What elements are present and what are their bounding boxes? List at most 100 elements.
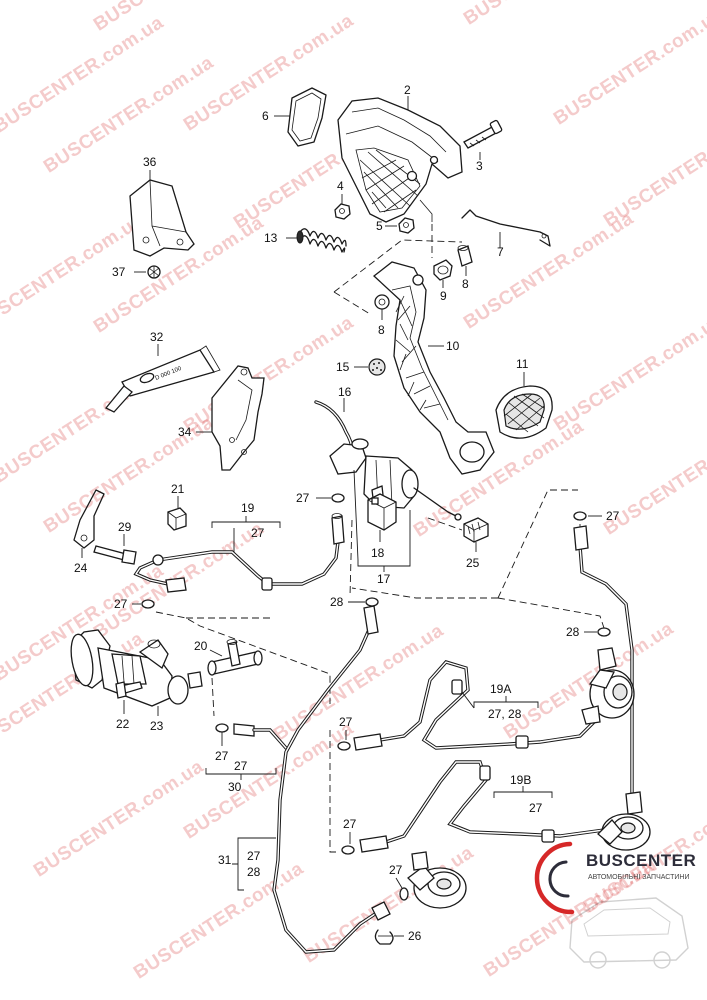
label-21: 21 [171, 482, 185, 496]
label-22: 22 [116, 717, 130, 731]
part-10-clutch-pedal [372, 261, 495, 475]
part-37-clip [147, 265, 161, 279]
part-15-pad [368, 358, 386, 376]
part-24-bracket [73, 489, 105, 549]
label-2: 2 [404, 83, 411, 97]
part-27-seal [331, 493, 345, 503]
part-19-hydraulic-line [133, 513, 345, 593]
van-icon [569, 897, 689, 969]
part-3-bolt [463, 119, 503, 149]
label-28-b: 28 [566, 625, 580, 639]
label-30-27: 27 [234, 759, 248, 773]
label-20: 20 [194, 639, 208, 653]
label-27-e: 27 [339, 715, 353, 729]
label-8-lower: 8 [378, 323, 385, 337]
label-5: 5 [376, 219, 383, 233]
part-concentric-slave-lower [597, 813, 651, 851]
part-13-spring [296, 228, 347, 253]
part-27-seal [341, 845, 355, 855]
part-29-bolt [93, 545, 137, 565]
part-concentric-slave-upper [581, 669, 635, 725]
label-13: 13 [264, 231, 278, 245]
label-10: 10 [446, 339, 460, 353]
part-20-t-fitting [187, 639, 263, 689]
label-30: 30 [228, 780, 242, 794]
label-31-28: 28 [247, 865, 261, 879]
label-19: 19 [241, 501, 255, 515]
label-25: 25 [466, 556, 480, 570]
label-29: 29 [118, 520, 132, 534]
label-27-c: 27 [606, 509, 620, 523]
part-8-bushing [374, 294, 390, 310]
part-23-slave-cylinder [70, 629, 189, 707]
part-28-seal [597, 627, 611, 637]
label-34: 34 [178, 425, 192, 439]
label-11: 11 [516, 357, 529, 371]
label-27-d: 27 [215, 749, 229, 763]
logo-name: BUSCENTER [586, 851, 696, 870]
part-19a-hydraulic-line [353, 660, 598, 751]
part-27-seal [337, 741, 351, 751]
part-27-seal [399, 887, 409, 901]
part-27-seal [573, 511, 587, 521]
label-7: 7 [497, 245, 504, 259]
logo-tagline: АВТОМОБІЛЬНІ ЗАПЧАСТИНИ [588, 874, 689, 881]
label-32: 32 [150, 330, 164, 344]
part-25-connector [463, 517, 489, 543]
label-31-27: 27 [247, 849, 261, 863]
label-31: 31 [218, 853, 232, 867]
label-19a-sub: 27, 28 [488, 707, 522, 721]
part-27-seal [141, 599, 155, 609]
part-26-clip [374, 929, 394, 945]
part-28-seal [365, 597, 379, 607]
part-4-nut [334, 203, 351, 220]
label-27-f: 27 [343, 817, 357, 831]
label-19-27: 27 [251, 526, 265, 540]
label-18: 18 [371, 546, 385, 560]
label-24: 24 [74, 561, 88, 575]
part-2-pedal-bracket [337, 97, 463, 223]
part-concentric-slave-bottom [407, 851, 467, 909]
buscenter-logo: BUSCENTER АВТОМОБІЛЬНІ ЗАПЧАСТИНИ [534, 841, 696, 915]
label-27-g: 27 [389, 863, 403, 877]
part-17-master-cylinder [329, 438, 462, 521]
part-36-bracket [129, 179, 195, 257]
part-8-pin [457, 245, 473, 267]
label-23: 23 [150, 719, 164, 733]
label-27-b: 27 [114, 597, 128, 611]
part-21-clip [167, 507, 187, 531]
part-22-bolt [115, 681, 143, 699]
label-6: 6 [262, 109, 269, 123]
label-15: 15 [336, 360, 350, 374]
part-34-plate [211, 365, 265, 471]
part-11-pedal-pad [495, 385, 553, 439]
part-16-hose [314, 400, 354, 452]
part-31-hydraulic-line [272, 605, 391, 954]
label-4: 4 [337, 179, 344, 193]
part-fitting-upper [597, 647, 617, 671]
label-16: 16 [338, 385, 352, 399]
label-17: 17 [377, 572, 391, 586]
label-36: 36 [143, 155, 157, 169]
part-30-line-end [215, 723, 288, 750]
label-3: 3 [476, 159, 483, 173]
part-19b-hydraulic-line [359, 760, 606, 853]
part-6-gasket [287, 87, 327, 147]
part-5-nut [398, 217, 415, 234]
label-19b: 19B [510, 773, 531, 787]
label-19b-sub: 27 [529, 801, 543, 815]
label-9: 9 [440, 289, 447, 303]
label-19a: 19A [490, 682, 511, 696]
part-7-spring-wire [461, 209, 551, 247]
part-9-bushing [433, 259, 453, 281]
label-26: 26 [408, 929, 422, 943]
part-fitting-lower [625, 791, 643, 815]
label-8-upper: 8 [462, 277, 469, 291]
label-27-a: 27 [296, 491, 310, 505]
part-18-sensor [367, 493, 397, 531]
label-28-a: 28 [330, 595, 344, 609]
label-37: 37 [112, 265, 126, 279]
part-32-grease-tube: D 000 100 [104, 345, 221, 413]
